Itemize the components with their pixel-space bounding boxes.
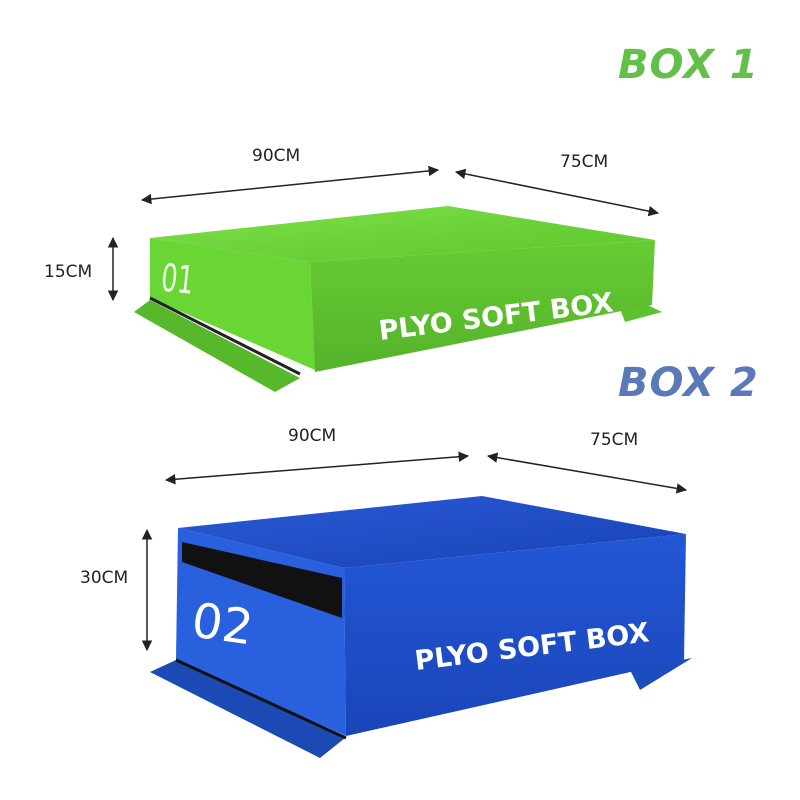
box2-number: 02 bbox=[188, 592, 256, 656]
box2-base-flap-right bbox=[630, 658, 692, 690]
box1-width-arrow bbox=[140, 165, 440, 205]
box2-width-label: 90CM bbox=[288, 426, 337, 446]
box1-left-side bbox=[150, 238, 315, 370]
box1-front bbox=[310, 240, 655, 372]
box2-top bbox=[178, 496, 686, 568]
box2-title: BOX 2 bbox=[618, 360, 759, 406]
box1-top bbox=[150, 206, 655, 262]
svg-text:01: 01 bbox=[159, 255, 196, 303]
box2-depth-label: 75CM bbox=[590, 430, 639, 450]
box2-height-label: 30CM bbox=[80, 568, 129, 588]
box2-width-arrow bbox=[164, 451, 470, 485]
box1-title: BOX 1 bbox=[618, 42, 759, 88]
svg-text:02: 02 bbox=[188, 592, 256, 656]
box2-base-flap bbox=[150, 660, 345, 758]
box1-width-label: 90CM bbox=[252, 146, 301, 166]
box1-height-label: 15CM bbox=[44, 262, 93, 282]
box2-front bbox=[344, 534, 686, 736]
box1-number: 01 bbox=[159, 255, 196, 303]
box2-handle-strip bbox=[182, 542, 342, 618]
box1-depth-arrow bbox=[454, 168, 660, 217]
box1-base-flap bbox=[134, 300, 300, 392]
box2-depth-arrow bbox=[486, 452, 688, 494]
box1-depth-label: 75CM bbox=[560, 152, 609, 172]
